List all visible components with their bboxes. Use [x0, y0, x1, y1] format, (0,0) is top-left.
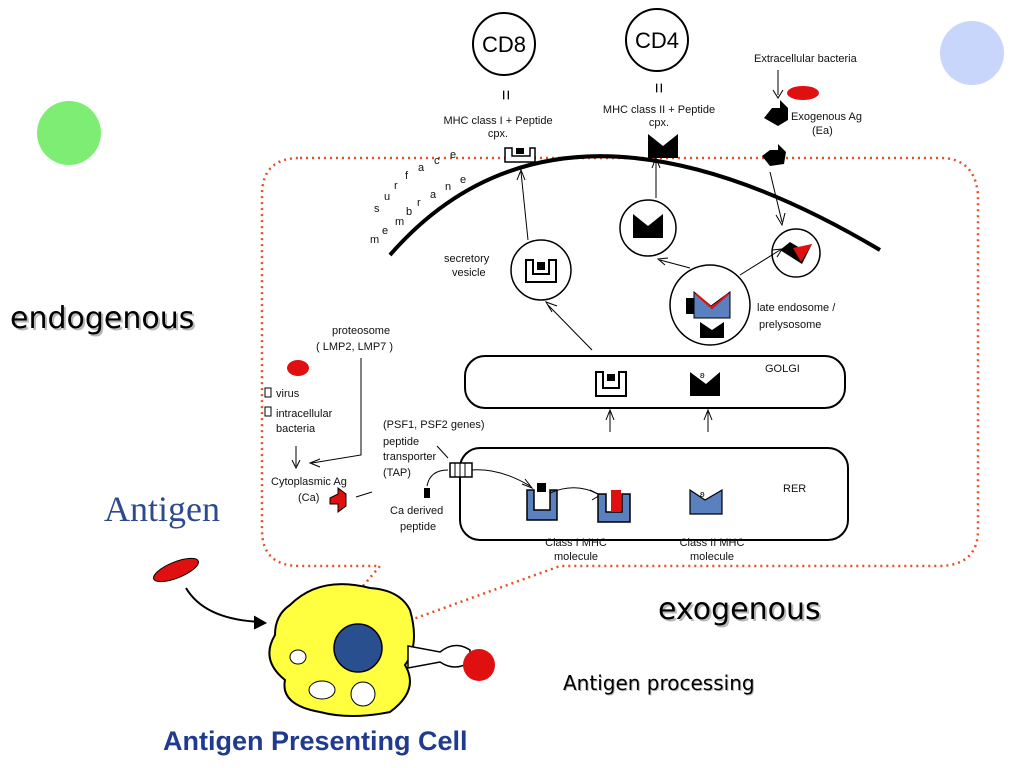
surface-membrane-label: s u r f a c e m e m b r a n e	[370, 149, 466, 246]
exogenous-membrane-complex	[762, 144, 786, 166]
tap-label-2: peptide	[383, 436, 419, 448]
svg-text:m: m	[395, 216, 404, 228]
class2-rer-molecule	[689, 488, 723, 515]
cd8-circle	[472, 12, 536, 76]
svg-text:b: b	[406, 206, 412, 218]
svg-text:ʚ: ʚ	[700, 370, 705, 380]
svg-text:u: u	[384, 191, 390, 203]
antigen-processing-title: Antigen processing	[563, 671, 755, 695]
endogenous-title: endogenous	[10, 301, 195, 336]
svg-text:n: n	[445, 181, 451, 193]
proteosome-label-2: ( LMP2, LMP7 )	[316, 341, 393, 353]
mhc1-cpx-line2: cpx.	[488, 128, 508, 140]
svg-text:r: r	[417, 197, 421, 209]
class1-label-2: molecule	[554, 551, 598, 563]
apc-vesicle	[289, 649, 307, 665]
mhc1-membrane-complex	[504, 147, 536, 163]
apc-nucleus	[333, 623, 383, 673]
svg-text:f: f	[405, 170, 409, 182]
exogenous-ag-shape	[764, 100, 788, 126]
golgi-label: GOLGI	[765, 363, 800, 375]
svg-text:s: s	[374, 203, 380, 215]
svg-text:c: c	[434, 155, 440, 167]
class2-label-1: Class II MHC	[680, 537, 745, 549]
exogenous-title: exogenous	[658, 592, 821, 627]
mhc2-membrane-complex	[648, 134, 678, 158]
ca-peptide-label-1: Ca derived	[390, 505, 443, 517]
class2-label-2: molecule	[690, 551, 734, 563]
antigen-title: Antigen	[104, 489, 220, 529]
late-endosome-label-1: late endosome /	[757, 302, 836, 314]
antigen-particle	[153, 557, 199, 583]
apc-vacuole-1	[308, 680, 336, 700]
svg-text:m: m	[370, 234, 379, 246]
late-endosome-label-2: prelysosome	[759, 319, 821, 331]
cd4-circle	[625, 8, 689, 72]
cytoplasmic-label-1: Cytoplasmic Ag	[271, 476, 347, 488]
svg-text:e: e	[460, 174, 466, 186]
intracellular-label-2: bacteria	[276, 423, 316, 435]
svg-text:a: a	[418, 162, 425, 174]
cd4-label: CD4	[635, 28, 679, 53]
tap-label-4: (TAP)	[383, 467, 411, 479]
apc-vacuole-2	[350, 681, 376, 707]
cytoplasmic-ag-shape	[329, 487, 347, 513]
intracellular-label-1: intracellular	[276, 408, 333, 420]
blue-decor-circle	[940, 21, 1004, 85]
apc-mhc-receptor	[407, 644, 471, 669]
cd8-label: CD8	[482, 32, 526, 57]
tap-label-3: transporter	[383, 451, 437, 463]
cytoplasmic-label-2: (Ca)	[298, 492, 319, 504]
secretory-label-2: vesicle	[452, 267, 486, 279]
tap-transporter	[449, 462, 473, 478]
virus-particle	[287, 360, 309, 376]
class1-loaded-molecule	[597, 493, 631, 523]
green-decor-circle	[37, 101, 101, 165]
exogenous-ag-line2: (Ea)	[812, 125, 833, 137]
cd4-equals: =	[649, 83, 669, 94]
rer-label: RER	[783, 483, 806, 495]
extracellular-label: Extracellular bacteria	[754, 53, 858, 65]
virus-label: virus	[276, 388, 300, 400]
svg-text:ʚ: ʚ	[700, 489, 705, 499]
class1-label-1: Class I MHC	[545, 537, 607, 549]
tap-label-1: (PSF1, PSF2 genes)	[383, 419, 485, 431]
cd8-equals: =	[496, 90, 516, 101]
cell-membrane	[388, 154, 882, 257]
bacteria-oval	[787, 86, 819, 100]
mhc2-cpx-line1: MHC class II + Peptide	[603, 104, 715, 116]
svg-text:a: a	[430, 189, 437, 201]
mhc1-cpx-line1: MHC class I + Peptide	[443, 115, 552, 127]
ca-peptide-label-2: peptide	[400, 521, 436, 533]
secretory-label-1: secretory	[444, 253, 490, 265]
exogenous-ag-line1: Exogenous Ag	[791, 111, 862, 123]
mhc2-cpx-line2: cpx.	[649, 117, 669, 129]
apc-title: Antigen Presenting Cell	[163, 726, 468, 756]
proteosome-label-1: proteosome	[332, 325, 390, 337]
svg-text:e: e	[382, 225, 388, 237]
svg-text:r: r	[394, 180, 398, 192]
svg-text:e: e	[450, 149, 456, 161]
class1-rer-molecule	[526, 489, 558, 521]
golgi	[464, 355, 846, 409]
apc-bound-antigen	[463, 649, 495, 681]
